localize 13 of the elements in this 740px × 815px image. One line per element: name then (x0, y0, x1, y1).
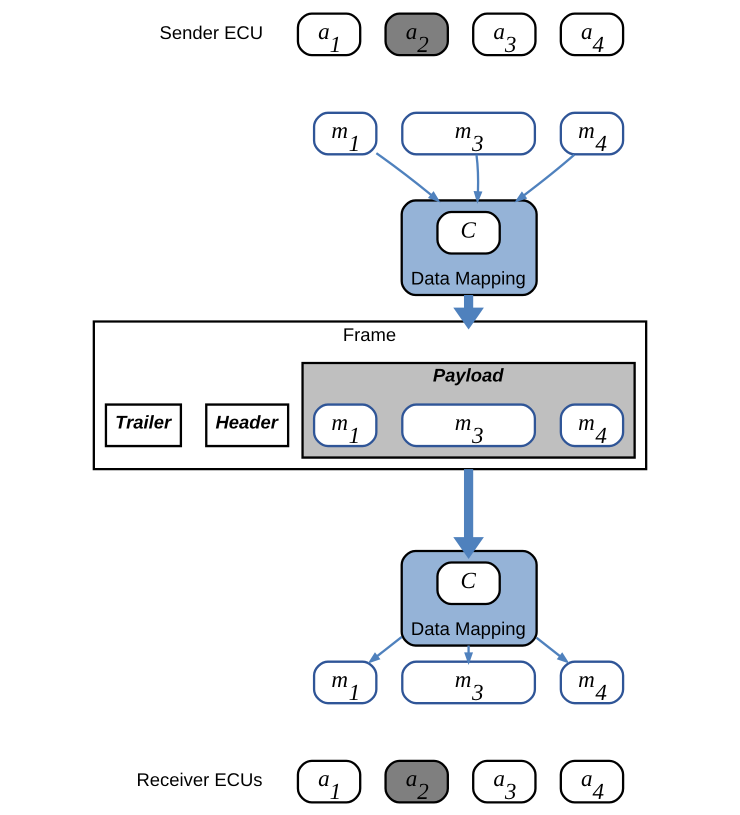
arrow (453, 468, 484, 559)
node-box: C (436, 560, 501, 605)
node-box: Header (205, 402, 290, 447)
node-box: C (436, 210, 501, 254)
arrow (376, 152, 441, 202)
arrow (514, 153, 576, 202)
label: Sender ECU (160, 21, 264, 42)
label: Receiver ECUs (136, 768, 263, 790)
arrow (368, 636, 402, 664)
arrow (536, 636, 570, 664)
arrow (474, 154, 482, 204)
arrow (453, 294, 484, 330)
node-box: Trailer (104, 402, 182, 447)
